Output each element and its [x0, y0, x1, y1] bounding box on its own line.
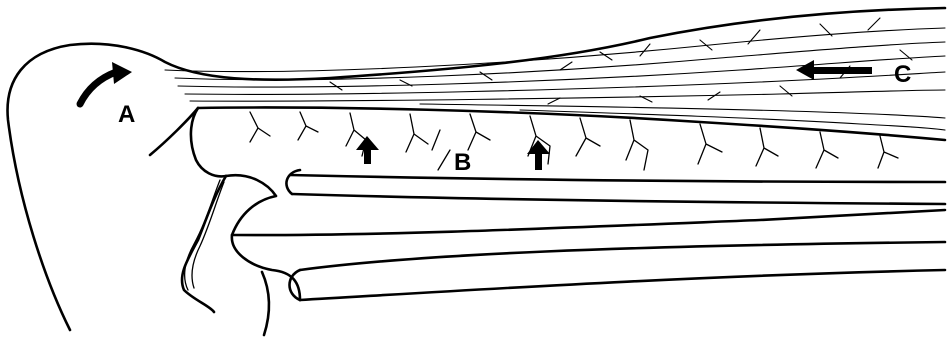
joint-socket: [182, 176, 226, 312]
curved-arrow-a-head: [112, 62, 132, 84]
up-arrow-b-right: [527, 140, 550, 170]
label-b: B: [454, 149, 471, 176]
rod-lower-upper: [232, 210, 945, 235]
lower-shaft-top: [300, 242, 945, 270]
up-arrow-b-left: [356, 136, 379, 164]
label-c: C: [894, 61, 911, 88]
rod-upper: [292, 194, 945, 204]
outer-contour: [8, 8, 945, 330]
joint-capsule: [185, 180, 224, 290]
lower-shaft-bottom: [300, 270, 945, 300]
label-a: A: [118, 101, 135, 128]
middle-layer-edge: [290, 175, 945, 182]
middle-layer-tip: [286, 170, 300, 194]
band-underside: [191, 108, 226, 176]
lower-bone: [262, 272, 269, 335]
curved-arrow-a: [80, 72, 116, 104]
